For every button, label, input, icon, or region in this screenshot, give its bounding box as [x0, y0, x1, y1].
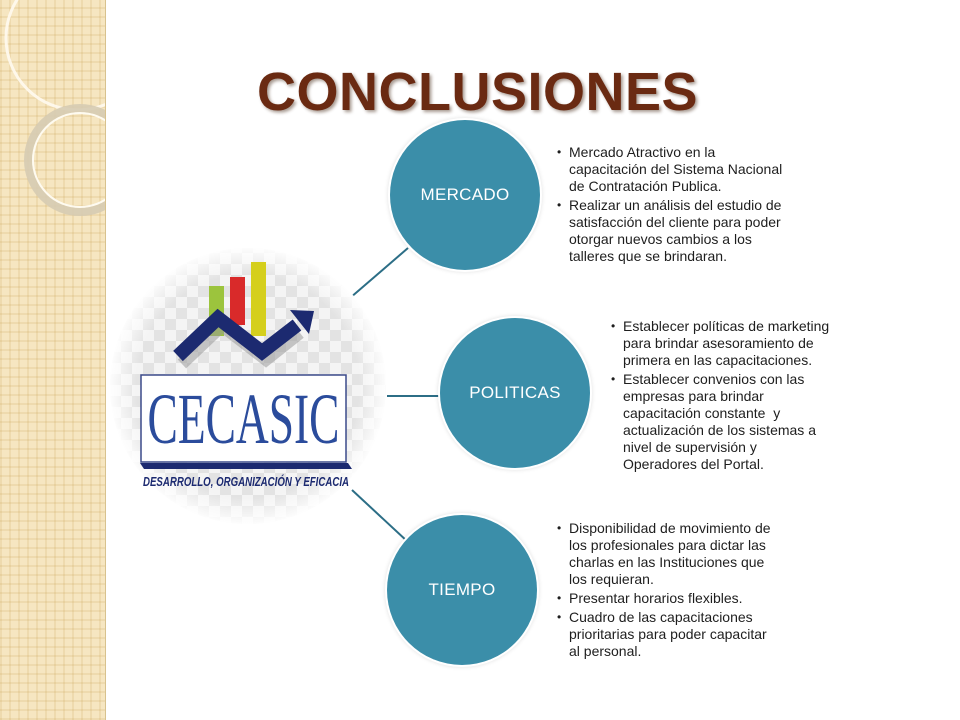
connector-mercado — [349, 247, 409, 299]
bullet-item: Establecer políticas de marketing para b… — [611, 318, 833, 369]
logo-name-box — [140, 374, 347, 463]
bullet-item: Disponibilidad de movimiento de los prof… — [557, 520, 775, 588]
logo-tagline: DESARROLLO, ORGANIZACIÓN Y EFICACIA — [143, 474, 349, 489]
connector-tiempo — [351, 489, 409, 543]
bullet-item: Presentar horarios flexibles. — [557, 590, 775, 607]
bullet-item: Cuadro de las capacitaciones prioritaria… — [557, 609, 775, 660]
logo-bar-yellow — [251, 262, 266, 336]
decorative-sidebar — [0, 0, 106, 720]
page-title: CONCLUSIONES — [256, 62, 699, 122]
node-label: TIEMPO — [428, 580, 496, 599]
decorative-circles-icon — [4, 0, 105, 216]
logo-ribbon — [140, 463, 352, 469]
node-tiempo: TIEMPO — [387, 515, 537, 665]
bullets-tiempo: Disponibilidad de movimiento de los prof… — [557, 520, 775, 662]
node-politicas: POLITICAS — [440, 318, 590, 468]
bullet-item: Mercado Atractivo en la capacitación del… — [557, 144, 789, 195]
node-mercado: MERCADO — [390, 120, 540, 270]
cecasic-logo: CECASIC DESARROLLO, ORGANIZACIÓN Y EFICA… — [109, 247, 387, 525]
node-label: MERCADO — [420, 185, 510, 204]
bullets-politicas: Establecer políticas de marketing para b… — [611, 318, 833, 475]
node-label: POLITICAS — [469, 383, 561, 402]
logo-name: CECASIC — [148, 379, 340, 459]
trend-arrow-icon — [173, 308, 314, 369]
logo-bar-red — [230, 277, 245, 325]
bullet-item: Realizar un análisis del estudio de sati… — [557, 197, 789, 265]
bullet-item: Establecer convenios con las empresas pa… — [611, 371, 833, 473]
bullets-mercado: Mercado Atractivo en la capacitación del… — [557, 144, 789, 267]
